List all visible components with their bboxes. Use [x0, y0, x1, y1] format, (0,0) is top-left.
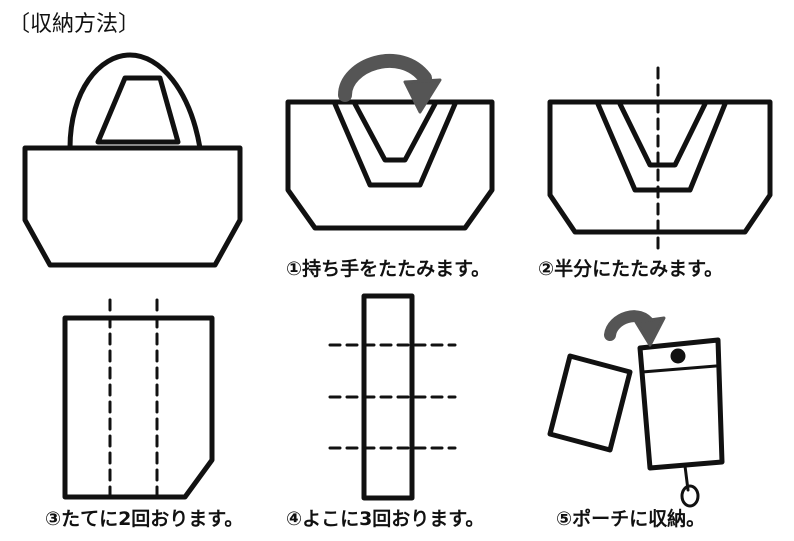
- fold-arrow-icon: [338, 54, 432, 102]
- bag-open-illustration: [22, 52, 243, 268]
- bag-handle-folded-illustration: [285, 54, 495, 231]
- horizontal-fold-illustration: [328, 293, 457, 501]
- bag-half-fold-illustration: [547, 66, 773, 252]
- step-1-caption: ①持ち手をたたみます。: [286, 258, 491, 280]
- keyring-icon: [680, 484, 700, 508]
- step-3-caption: ③たてに2回おります。: [45, 508, 244, 530]
- step-5-caption: ⑤ポーチに収納。: [556, 508, 706, 530]
- step-4-caption: ④よこに3回おります。: [286, 508, 485, 530]
- snap-button-icon: [670, 348, 686, 364]
- step-2-caption: ②半分にたたみます。: [538, 258, 724, 280]
- vertical-fold-illustration: [62, 298, 215, 502]
- pouch-illustration: [547, 310, 725, 508]
- page-title: 〔収納方法〕: [8, 12, 141, 37]
